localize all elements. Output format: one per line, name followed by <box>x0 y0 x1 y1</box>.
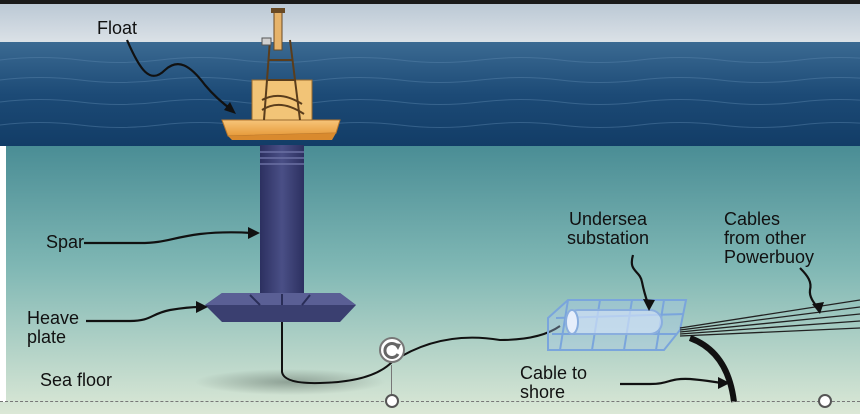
rotate-handle-stem <box>391 365 392 397</box>
underwater <box>0 146 860 414</box>
spar-rings <box>260 151 304 165</box>
heave-plate-shape <box>205 293 356 322</box>
cable-to-shore-label: Cable to shore <box>520 364 587 402</box>
left-frame-edge <box>0 146 6 402</box>
shore-cable-arrow <box>620 377 723 386</box>
float-arrow <box>125 39 233 111</box>
rotate-handle-icon[interactable] <box>377 335 407 365</box>
substation-shape <box>547 299 688 351</box>
float-shape <box>221 8 341 140</box>
heave-plate-label: Heave plate <box>27 309 79 347</box>
shore-cable <box>688 335 737 403</box>
selection-handle-icon[interactable] <box>818 394 832 408</box>
cable-to-shore-label-line-1: Cable to <box>520 363 588 383</box>
buoy-shadow <box>195 369 385 395</box>
sea-floor-label: Sea floor <box>40 370 113 390</box>
substation-arrow <box>630 254 650 305</box>
heave-plate-label-line-1: Heave <box>27 308 80 328</box>
callout-arrows <box>84 39 819 386</box>
other-cables-arrow <box>799 267 819 309</box>
other-cables-label-line-2: from other <box>724 228 807 248</box>
incoming-cables <box>679 299 860 337</box>
spar-label: Spar <box>46 232 85 252</box>
top-frame-border <box>0 0 860 4</box>
heave-plate-arrow <box>86 305 201 323</box>
arrowheads <box>196 102 824 389</box>
spar-column <box>260 145 304 305</box>
sky <box>0 0 860 45</box>
float-label: Float <box>97 18 138 38</box>
other-cables-label: Cables from other Powerbuoy <box>724 210 854 267</box>
sea-surface <box>0 42 860 148</box>
substation-label-line-1: Undersea <box>569 209 648 229</box>
selection-boundary-line <box>0 401 860 402</box>
cable-to-shore-label-line-2: shore <box>520 382 566 402</box>
other-cables-label-line-1: Cables <box>724 210 781 229</box>
substation-label-line-2: substation <box>567 228 650 248</box>
wave-texture <box>0 57 860 128</box>
spar-arrow <box>84 231 253 245</box>
substation-label: Undersea substation <box>567 210 649 248</box>
other-cables-label-line-3: Powerbuoy <box>724 247 815 267</box>
heave-plate-label-line-2: plate <box>27 327 67 347</box>
selection-handle-icon[interactable] <box>385 394 399 408</box>
